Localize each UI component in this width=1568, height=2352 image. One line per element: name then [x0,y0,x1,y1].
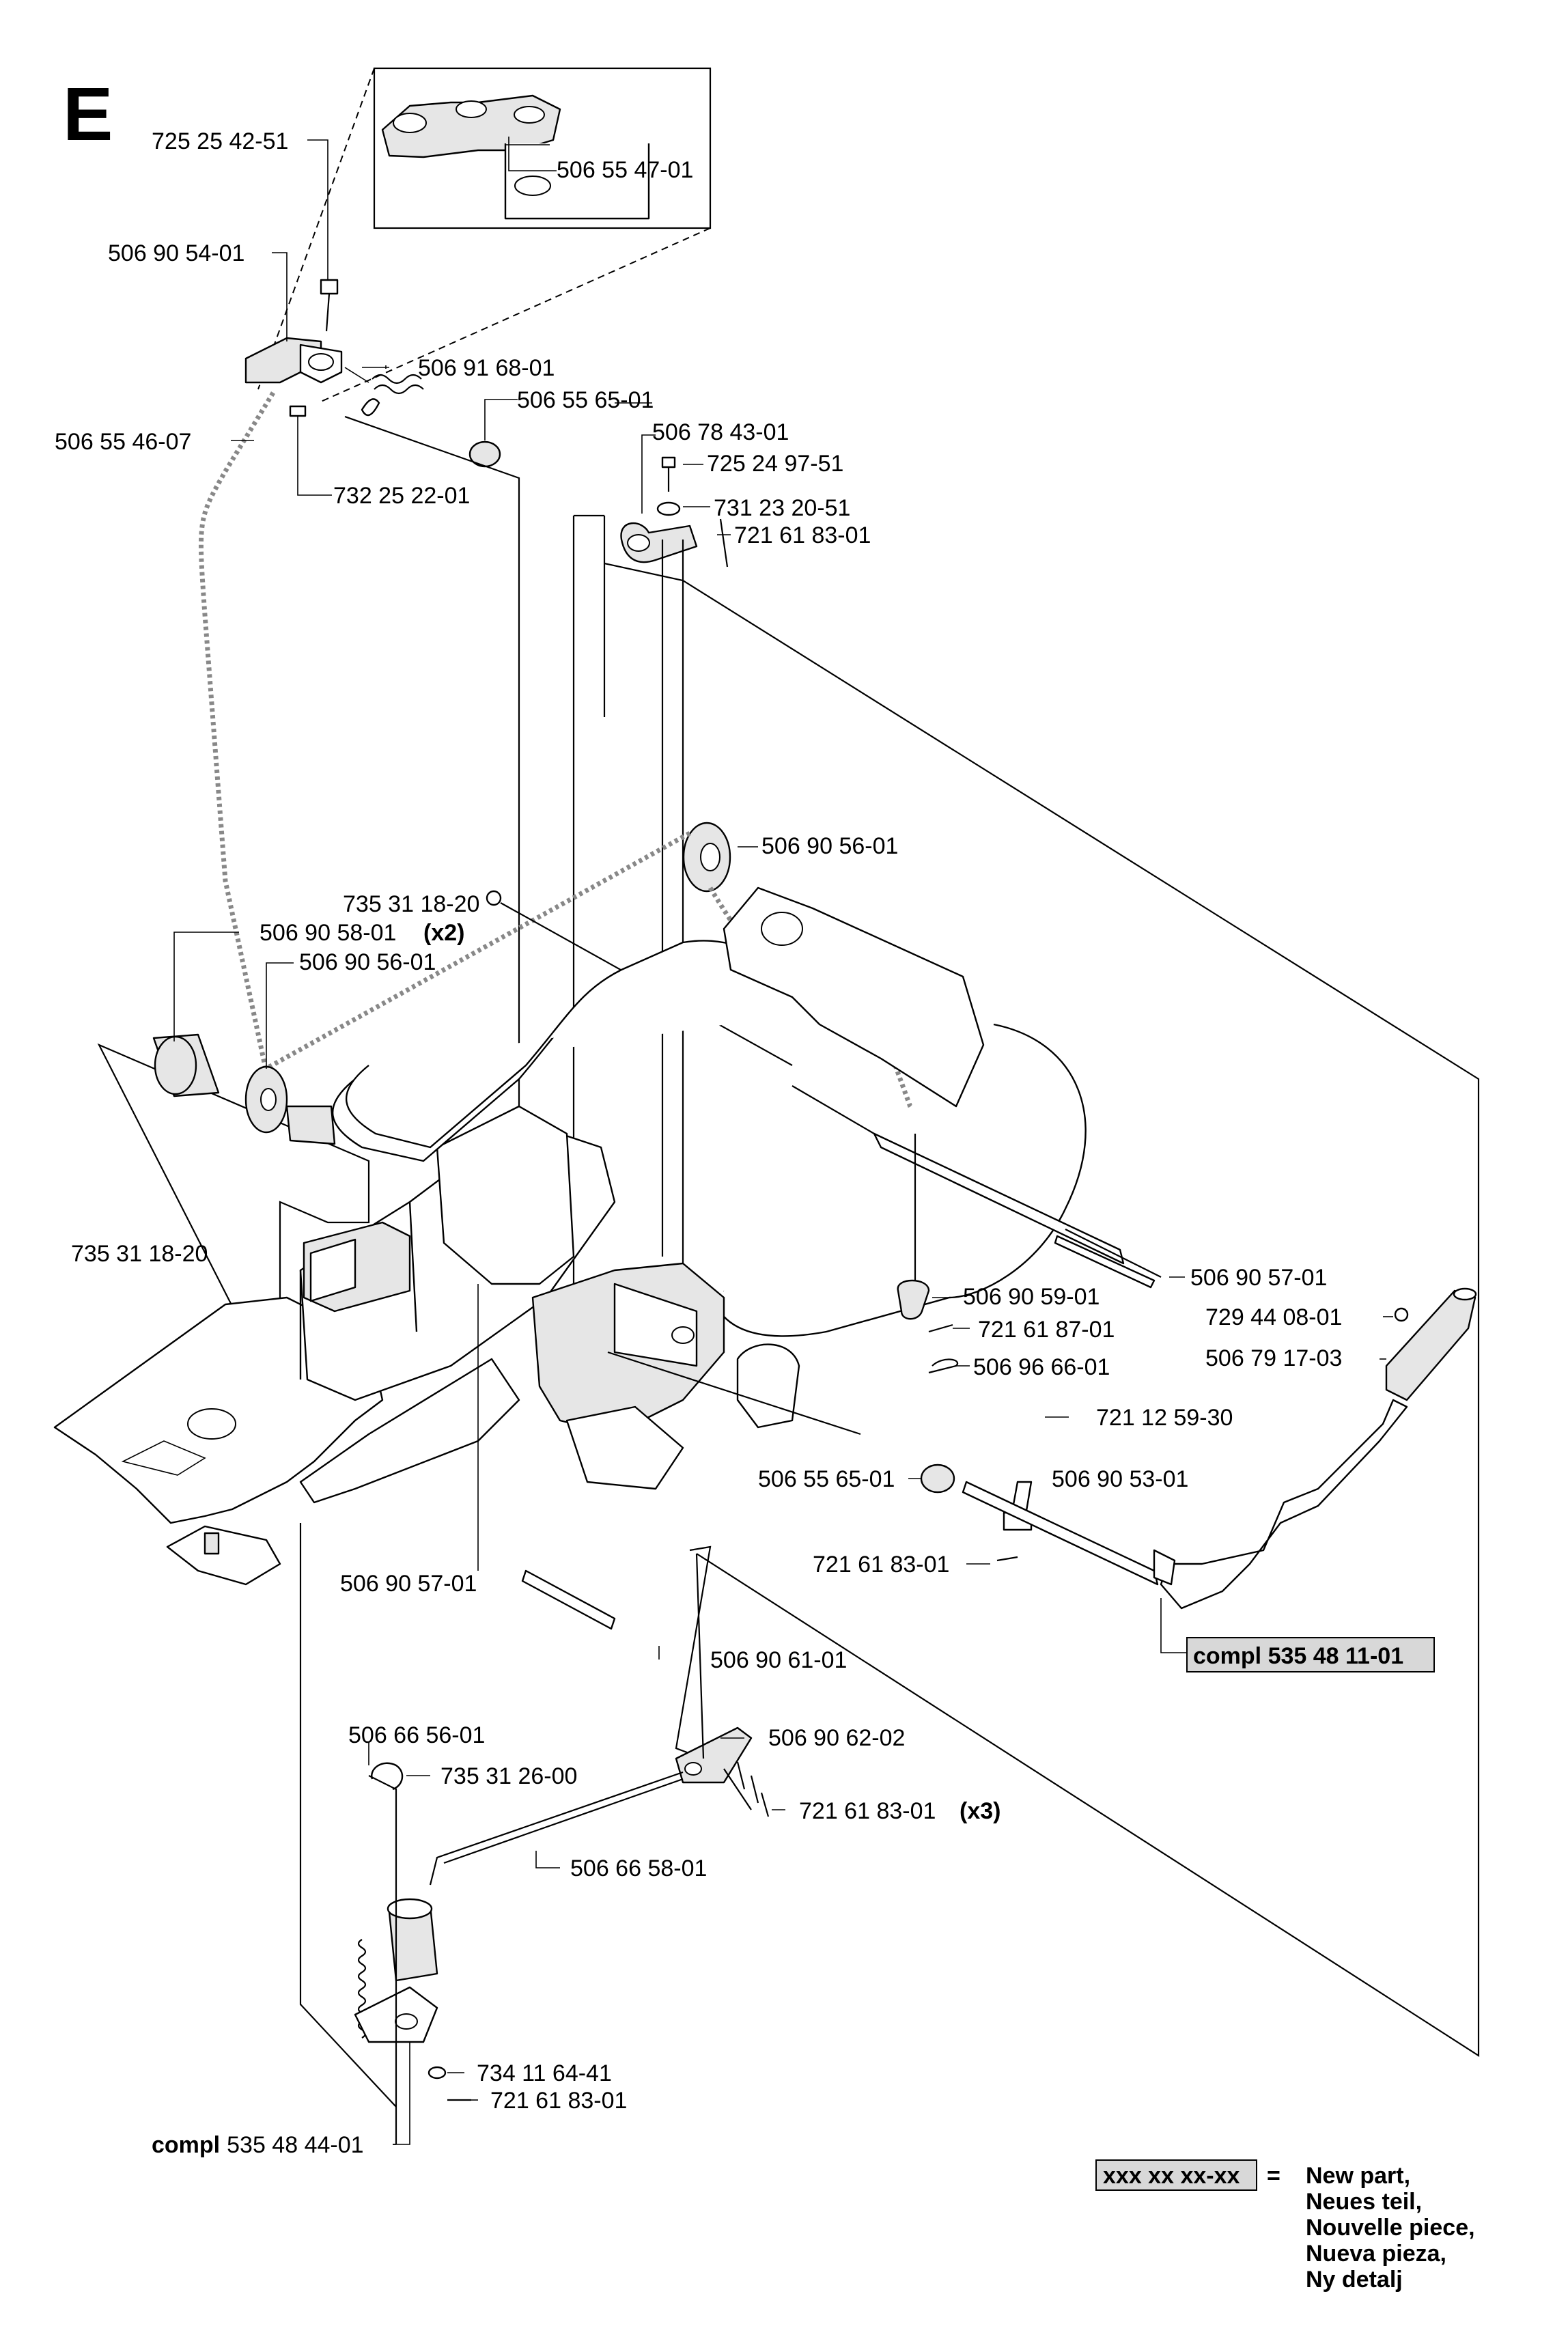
label-506-55-65-01-top: 506 55 65-01 [517,387,654,413]
right-side-parts [897,1134,1477,1653]
pivot-bracket-assembly [615,402,731,568]
label-506-90-61-01: 506 90 61-01 [710,1647,847,1673]
label-725-24-97-51: 725 24 97-51 [707,451,843,477]
legend-line-5: Ny detalj [1306,2267,1403,2293]
label-735-31-18-20-upper: 735 31 18-20 [343,891,479,917]
label-506-55-65-01-lower: 506 55 65-01 [758,1466,895,1492]
pulley-assembly-upper [258,822,918,1121]
projection-lines [344,415,1480,2058]
mower-frame [53,886,1162,1630]
label-506-55-47-01: 506 55 47-01 [557,157,693,183]
label-506-90-58-01-qty: (x2) [423,920,464,946]
chain-link-detail-icon [381,94,650,220]
label-506-96-66-01: 506 96 66-01 [973,1354,1110,1380]
label-506-90-56-01-left: 506 90 56-01 [299,949,436,975]
legend-line-2: Neues teil, [1306,2189,1422,2215]
spring-icon [361,374,424,417]
label-721-61-83-01-mid: 721 61 83-01 [813,1552,949,1578]
label-721-61-83-01-bottom: 721 61 83-01 [490,2088,627,2114]
label-721-61-87-01: 721 61 87-01 [978,1317,1115,1343]
label-506-66-56-01: 506 66 56-01 [348,1722,485,1748]
legend-line-1: New part, [1306,2163,1410,2189]
label-506-90-59-01: 506 90 59-01 [963,1284,1100,1310]
label-731-23-20-51: 731 23 20-51 [714,495,850,521]
label-506-66-58-01: 506 66 58-01 [570,1856,707,1881]
label-506-90-57-01-right: 506 90 57-01 [1190,1265,1327,1291]
detail-inset [257,67,712,402]
part-labels: 725 25 42-51 506 55 47-01 506 90 54-01 5… [55,128,1435,2158]
legend-line-3: Nouvelle piece, [1306,2215,1475,2241]
label-506-90-57-01-lower: 506 90 57-01 [340,1571,477,1597]
label-721-61-83-01-top: 721 61 83-01 [734,522,871,548]
chain-bracket-assembly [198,279,501,1073]
label-506-78-43-01: 506 78 43-01 [652,419,789,445]
legend-line-4: Nueva pieza, [1306,2241,1446,2267]
label-732-25-22-01: 732 25 22-01 [333,483,470,509]
label-721-12-59-30: 721 12 59-30 [1096,1405,1233,1431]
label-compl-535-48-11-01: compl 535 48 11-01 [1193,1643,1403,1669]
leader-lines-top [231,139,550,496]
inset-frame [373,67,712,229]
label-506-90-62-02: 506 90 62-02 [768,1725,905,1751]
lower-linkage [299,1523,785,2145]
legend-equals: = [1267,2163,1280,2189]
label-721-61-83-01-x3: 721 61 83-01 [799,1798,936,1824]
circlip-icon [371,1762,404,1791]
label-506-91-68-01: 506 91 68-01 [418,355,555,381]
legend: xxx xx xx-xx = New part, Neues teil, Nou… [1095,2159,1475,2293]
label-721-61-83-01-qty: (x3) [960,1798,1000,1824]
label-734-11-64-41: 734 11 64-41 [477,2060,612,2086]
compl-535-48-11-01-box [1186,1637,1435,1672]
label-735-31-26-00: 735 31 26-00 [440,1763,577,1789]
section-letter: E [63,72,113,156]
chain-left [198,391,275,1073]
label-729-44-08-01: 729 44 08-01 [1205,1304,1342,1330]
label-506-90-54-01: 506 90 54-01 [108,240,244,266]
inset-leader-left [257,68,375,390]
legend-code: xxx xx xx-xx [1103,2163,1240,2189]
label-725-25-42-51: 725 25 42-51 [152,128,288,154]
label-506-90-58-01: 506 90 58-01 [260,920,396,946]
legend-swatch [1095,2159,1257,2191]
label-506-55-46-07: 506 55 46-07 [55,429,191,455]
label-506-79-17-03: 506 79 17-03 [1205,1345,1342,1371]
label-735-31-18-20-lower: 735 31 18-20 [71,1241,208,1267]
label-506-90-56-01-upper: 506 90 56-01 [761,833,898,859]
label-506-90-53-01: 506 90 53-01 [1052,1466,1188,1492]
inset-leader-right [320,227,711,402]
